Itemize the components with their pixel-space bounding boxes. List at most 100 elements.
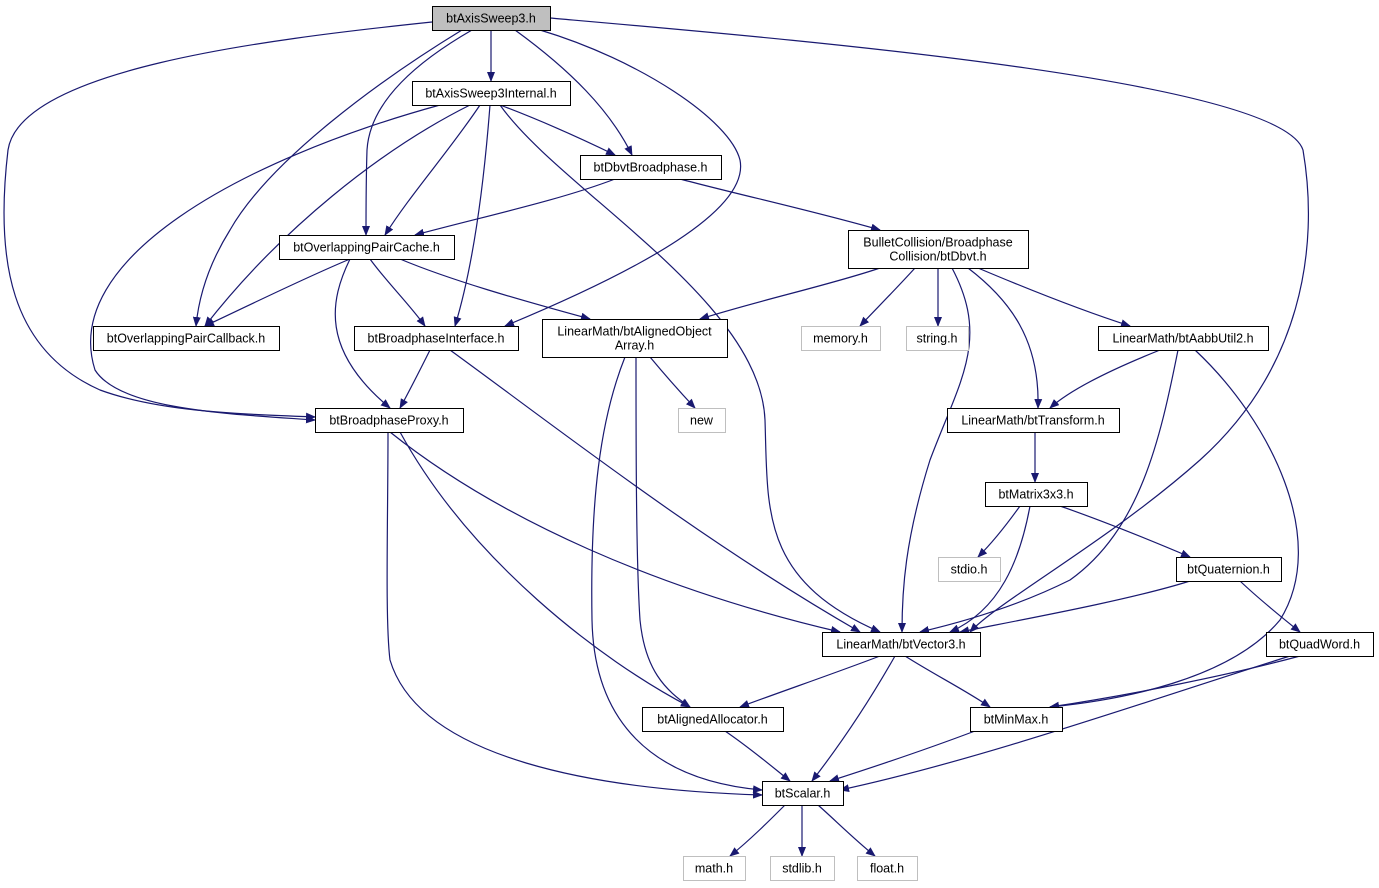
edge-bpp-to-alloc <box>399 431 691 708</box>
node-label-quat: btQuaternion.h <box>1187 563 1270 577</box>
edge-axis3int-to-bpp <box>90 104 441 424</box>
node-memory: memory.h <box>801 326 881 351</box>
node-box-stdlib <box>770 856 835 881</box>
edge-alloc-to-scalar <box>724 730 791 782</box>
node-stdio: stdio.h <box>938 557 1001 582</box>
node-box-bpp <box>315 408 464 433</box>
node-box-quadword <box>1266 632 1374 657</box>
node-label-dbvt-line2: Collision/btDbvt.h <box>889 250 986 264</box>
node-box-new <box>678 408 726 433</box>
node-scalar[interactable]: btScalar.h <box>762 781 844 806</box>
edge-root-to-opcb <box>192 29 463 327</box>
node-label-transform: LinearMath/btTransform.h <box>961 414 1104 428</box>
node-axis3int[interactable]: btAxisSweep3Internal.h <box>412 81 571 106</box>
edge-root-to-vec3 <box>549 17 1310 633</box>
node-box-scalar <box>762 781 844 806</box>
node-box-dbvtbp <box>580 155 722 180</box>
edge-bpi-to-vec3 <box>449 349 861 633</box>
edge-vec3-to-minmax <box>904 655 991 708</box>
edge-dbvt-to-aoa <box>699 267 881 321</box>
node-minmax[interactable]: btMinMax.h <box>970 707 1063 732</box>
edge-root-to-opc <box>362 29 473 236</box>
node-root: btAxisSweep3.h <box>432 6 551 31</box>
node-label-opcb: btOverlappingPairCallback.h <box>107 332 265 346</box>
node-box-axis3int <box>412 81 571 106</box>
node-label-aoa-line1: LinearMath/btAlignedObject <box>557 325 712 339</box>
node-box-transform <box>947 408 1120 433</box>
edge-aoa-to-scalar <box>591 356 763 794</box>
edge-scalar-to-float <box>817 804 876 857</box>
edge-opc-to-bpi <box>369 258 426 327</box>
edge-axis3int-to-dbvtbp <box>499 104 616 156</box>
node-dbvt[interactable]: BulletCollision/BroadphaseCollision/btDb… <box>848 230 1029 269</box>
edge-quadword-to-scalar <box>839 655 1291 793</box>
node-box-bpi <box>354 326 519 351</box>
node-bpp[interactable]: btBroadphaseProxy.h <box>315 408 464 433</box>
node-label-alloc: btAlignedAllocator.h <box>657 713 768 727</box>
node-vec3[interactable]: LinearMath/btVector3.h <box>822 632 981 657</box>
edge-dbvt-to-vec3 <box>898 267 971 633</box>
edge-matrix-to-quat <box>1059 505 1191 558</box>
node-opcb[interactable]: btOverlappingPairCallback.h <box>93 326 280 351</box>
node-label-stdio: stdio.h <box>951 563 988 577</box>
node-quadword[interactable]: btQuadWord.h <box>1266 632 1374 657</box>
node-label-vec3: LinearMath/btVector3.h <box>836 638 965 652</box>
edge-aabb-to-transform <box>1049 349 1161 409</box>
node-box-matrix <box>985 482 1088 507</box>
node-box-string <box>906 326 969 351</box>
node-label-memory: memory.h <box>813 332 868 346</box>
edge-quadword-to-minmax <box>1049 655 1301 710</box>
node-opc[interactable]: btOverlappingPairCache.h <box>279 235 455 260</box>
node-box-float <box>857 856 918 881</box>
node-label-root: btAxisSweep3.h <box>446 12 536 26</box>
edge-quat-to-vec3 <box>959 580 1191 635</box>
node-matrix[interactable]: btMatrix3x3.h <box>985 482 1088 507</box>
node-label-dbvt-line1: BulletCollision/Broadphase <box>863 236 1012 250</box>
edge-bpp-to-scalar <box>386 431 763 799</box>
edge-root-to-dbvtbp <box>514 29 633 156</box>
edge-aoa-to-new <box>649 356 696 409</box>
node-label-scalar: btScalar.h <box>775 787 831 801</box>
node-alloc[interactable]: btAlignedAllocator.h <box>642 707 784 732</box>
edge-bpp-to-vec3 <box>389 431 841 634</box>
node-label-stdlib: stdlib.h <box>782 862 822 876</box>
node-box-opc <box>279 235 455 260</box>
node-label-float: float.h <box>870 862 904 876</box>
node-box-memory <box>801 326 881 351</box>
edge-root-to-bpi <box>504 29 742 327</box>
node-dbvtbp[interactable]: btDbvtBroadphase.h <box>580 155 722 180</box>
node-label-aabb: LinearMath/btAabbUtil2.h <box>1112 332 1253 346</box>
node-label-quadword: btQuadWord.h <box>1279 638 1360 652</box>
edge-axis3int-to-bpi <box>453 104 491 327</box>
node-label-math: math.h <box>695 862 733 876</box>
node-new: new <box>678 408 726 433</box>
node-box-quat <box>1176 557 1282 582</box>
node-quat[interactable]: btQuaternion.h <box>1176 557 1282 582</box>
node-transform[interactable]: LinearMath/btTransform.h <box>947 408 1120 433</box>
edge-root-to-bpp <box>3 21 433 421</box>
edge-dbvt-to-transform <box>967 267 1043 409</box>
edge-opc-to-opcb <box>204 258 351 327</box>
node-box-aoa <box>542 319 728 358</box>
node-label-dbvtbp: btDbvtBroadphase.h <box>594 161 708 175</box>
node-label-minmax: btMinMax.h <box>984 713 1049 727</box>
node-aabb[interactable]: LinearMath/btAabbUtil2.h <box>1098 326 1269 351</box>
node-string: string.h <box>906 326 969 351</box>
node-label-matrix: btMatrix3x3.h <box>998 488 1073 502</box>
edge-scalar-to-math <box>729 804 786 857</box>
edge-minmax-to-scalar <box>829 730 976 783</box>
edge-matrix-to-stdio <box>977 505 1021 558</box>
edge-axis3int-to-vec3 <box>499 104 881 633</box>
node-stdlib: stdlib.h <box>770 856 835 881</box>
edge-axis3int-to-opcb <box>204 104 471 327</box>
edge-dbvtbp-to-dbvt <box>679 178 881 232</box>
node-label-string: string.h <box>917 332 958 346</box>
edge-dbvt-to-memory <box>859 267 916 327</box>
node-box-stdio <box>938 557 1001 582</box>
node-box-aabb <box>1098 326 1269 351</box>
edge-dbvt-to-aabb <box>977 267 1131 328</box>
node-math: math.h <box>683 856 746 881</box>
node-bpi[interactable]: btBroadphaseInterface.h <box>354 326 519 351</box>
